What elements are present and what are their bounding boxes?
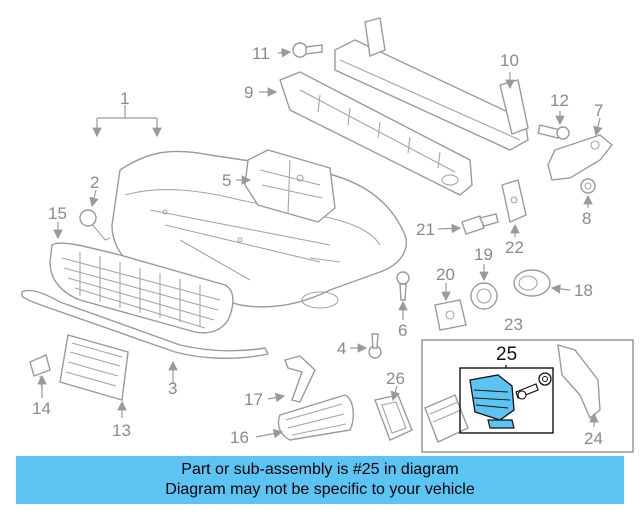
callout-16: 16 <box>230 428 249 447</box>
screw-4-part <box>368 333 382 359</box>
bracket-24-part <box>557 344 601 420</box>
license-plate-bracket-part <box>59 334 129 401</box>
bracket-5-part <box>244 149 336 223</box>
sensor-18-part <box>513 269 551 297</box>
caption-line-1: Part or sub-assembly is #25 in diagram <box>181 461 459 478</box>
callout-19: 19 <box>474 245 493 264</box>
group-23-frame <box>421 339 634 453</box>
callout-3: 3 <box>168 379 177 398</box>
callout-21: 21 <box>416 220 435 239</box>
leader-1 <box>96 105 158 135</box>
callout-13: 13 <box>112 421 131 440</box>
callout-4: 4 <box>337 339 346 358</box>
module-23-part <box>424 394 469 443</box>
caption-line-2: Diagram may not be specific to your vehi… <box>165 481 475 498</box>
callout-2: 2 <box>90 173 99 192</box>
bolt-11-part <box>292 42 323 58</box>
holder-20-part <box>434 299 467 331</box>
screw-6-part <box>396 271 410 301</box>
callout-8: 8 <box>582 209 591 228</box>
clip-2-part <box>79 209 111 241</box>
grille-insert-16-part <box>277 394 354 441</box>
bracket-17-part <box>284 355 316 403</box>
bracket-22-part <box>501 179 527 223</box>
clip-14-part <box>29 354 51 391</box>
callout-labels: 1 2 3 4 5 6 7 8 9 10 11 12 13 14 15 16 1… <box>32 44 603 448</box>
callout-15: 15 <box>48 204 67 223</box>
grommet-19-part <box>470 282 498 310</box>
callout-14: 14 <box>32 399 51 418</box>
callout-5: 5 <box>222 171 231 190</box>
parts-diagram: 1 2 3 4 5 6 7 8 9 10 11 12 13 14 15 16 1… <box>21 17 634 453</box>
callout-6: 6 <box>398 321 407 340</box>
lower-trim-strip-part <box>21 289 270 359</box>
bolt-12-part <box>537 124 570 140</box>
nut-8-part <box>580 178 596 194</box>
leader-lines <box>37 47 603 439</box>
lower-grille-part <box>49 242 234 334</box>
callout-11: 11 <box>252 44 270 63</box>
callout-9: 9 <box>244 83 253 102</box>
callout-7: 7 <box>594 101 603 120</box>
reinforcement-bar-part <box>334 17 529 151</box>
callout-18: 18 <box>574 281 593 300</box>
callout-17: 17 <box>244 390 263 409</box>
sensor-21-part <box>461 213 499 235</box>
callout-10: 10 <box>500 51 519 70</box>
callout-22: 22 <box>505 238 524 257</box>
bracket-7-part <box>547 134 613 181</box>
callout-12: 12 <box>550 91 569 110</box>
callout-26: 26 <box>386 369 405 388</box>
callout-1: 1 <box>120 89 129 108</box>
callout-25: 25 <box>496 344 517 365</box>
callout-24: 24 <box>584 429 603 448</box>
caption-banner: Part or sub-assembly is #25 in diagram D… <box>16 456 624 504</box>
energy-absorber-part <box>279 71 473 196</box>
highlighted-part-25 <box>469 372 552 429</box>
sensor-frame-26-part <box>374 394 413 441</box>
callout-20: 20 <box>436 265 455 284</box>
callout-23: 23 <box>504 315 523 334</box>
